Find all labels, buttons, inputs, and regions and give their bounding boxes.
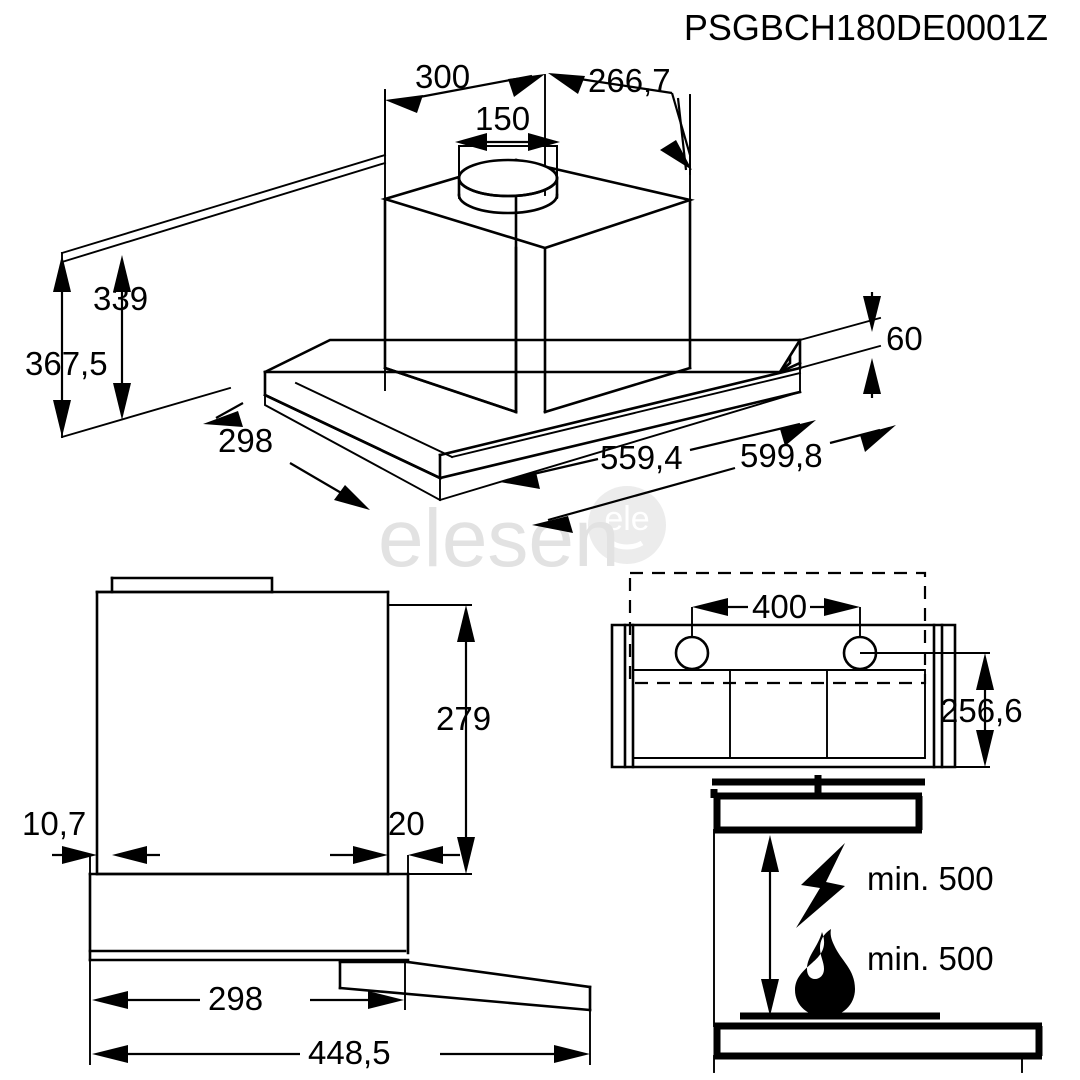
dim-side-10-7-label: 10,7 <box>22 805 86 842</box>
watermark-text: elesen <box>378 493 620 584</box>
dim-iso-300: 300 <box>384 58 545 155</box>
dim-front-256-6: 256,6 <box>860 652 1023 768</box>
side-top-tab <box>95 576 274 594</box>
clearance-electric-label: min. 500 <box>867 860 994 897</box>
watermark-badge-circle <box>588 486 666 564</box>
dim-iso-339-label: 339 <box>93 280 148 317</box>
installation-clearance-view: min. 500 min. 500 <box>710 786 1043 1073</box>
side-extension-panel <box>338 960 592 1012</box>
front-filter-panel <box>632 669 926 759</box>
clearance-hood <box>710 786 923 834</box>
watermark-badge-label: ele <box>604 500 649 538</box>
clearance-dimension-arrow <box>761 835 779 1016</box>
dim-iso-150: 150 <box>455 100 560 151</box>
dim-iso-298-label: 298 <box>218 422 273 459</box>
lightning-bolt-icon <box>796 843 845 928</box>
dim-iso-599-8: 599,8 <box>532 425 896 533</box>
dim-front-256-6-label: 256,6 <box>940 692 1023 729</box>
iso-duct-collar <box>457 145 559 215</box>
dim-iso-300-label: 300 <box>415 58 470 95</box>
dim-iso-367-5-label: 367,5 <box>25 345 108 382</box>
iso-motor-box <box>380 158 695 414</box>
clearance-cooktop <box>713 1012 1043 1073</box>
dim-iso-339: 339 <box>93 255 148 420</box>
dim-side-20-label: 20 <box>388 805 425 842</box>
side-section-view: 279 10,7 20 298 <box>22 576 592 1072</box>
iso-hood-slab <box>263 338 803 502</box>
side-body-box <box>95 590 390 876</box>
dim-side-10-7: 10,7 <box>22 805 160 880</box>
page-title: PSGBCH180DE0001Z <box>684 7 1048 48</box>
dim-iso-266-7-label: 266,7 <box>588 62 671 99</box>
dim-side-279: 279 <box>388 604 491 875</box>
dim-side-448-5: 448,5 <box>89 1010 591 1072</box>
front-view: 400 256,6 <box>610 571 1023 789</box>
flame-icon <box>795 929 855 1017</box>
dim-iso-266-7: 266,7 <box>548 62 692 175</box>
dim-iso-298: 298 <box>203 402 370 510</box>
dim-iso-60: 60 <box>798 292 923 398</box>
dim-front-400-label: 400 <box>752 588 807 625</box>
dim-side-448-5-label: 448,5 <box>308 1034 391 1071</box>
dim-side-298: 298 <box>89 960 406 1018</box>
dim-iso-559-4: 559,4 <box>500 420 816 489</box>
dim-iso-150-label: 150 <box>475 100 530 137</box>
watermark-smile <box>610 540 644 550</box>
dim-side-20: 20 <box>330 805 460 880</box>
front-outer-frame <box>610 623 957 769</box>
dim-side-279-label: 279 <box>436 700 491 737</box>
dim-front-400: 400 <box>691 588 861 637</box>
dim-iso-367-5: 367,5 <box>25 255 108 437</box>
isometric-view: 300 150 266,7 367,5 <box>25 58 923 533</box>
dim-iso-60-label: 60 <box>886 320 923 357</box>
dim-iso-599-8-label: 599,8 <box>740 437 823 474</box>
front-mount-hole-left <box>674 635 710 671</box>
dim-side-298-label: 298 <box>208 980 263 1017</box>
clearance-gas-label: min. 500 <box>867 940 994 977</box>
dim-iso-559-4-label: 559,4 <box>600 439 683 476</box>
watermark: ele elesen <box>378 486 666 584</box>
side-drawer-box <box>88 872 410 962</box>
